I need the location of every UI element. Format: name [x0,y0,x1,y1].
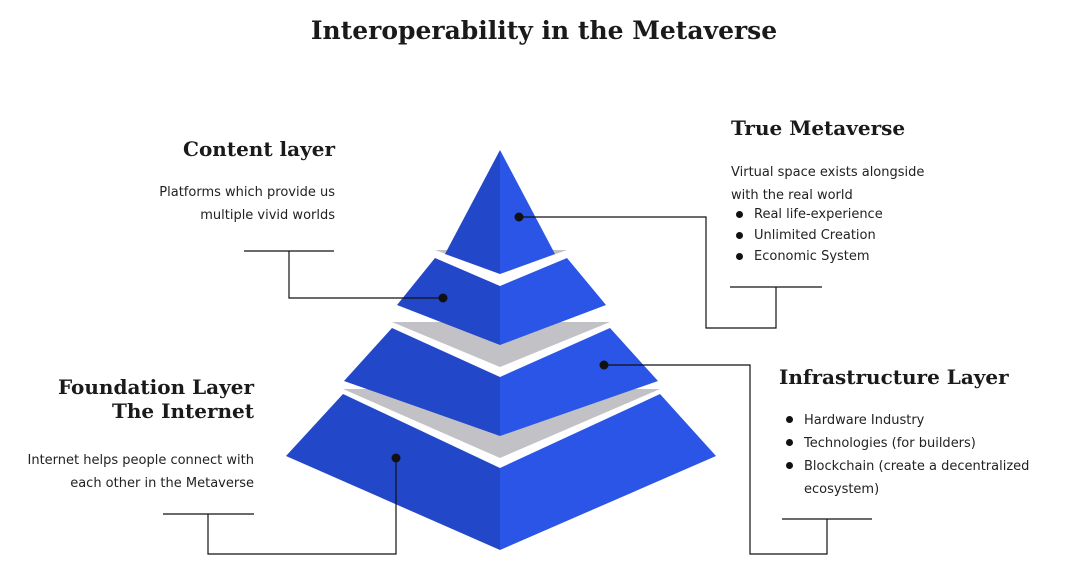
content-layer-heading: Content layer [183,137,335,161]
pyramid-tier-3 [344,328,658,436]
page-title: Interoperability in the Metaverse [310,16,778,45]
foundation-layer-heading-line1: Foundation Layer [57,375,254,399]
bullet-item: Unlimited Creation [730,225,883,246]
connector-true-metaverse [519,216,822,329]
pyramid-tier-2 [397,258,606,345]
foundation-layer-description: Internet helps people connect with each … [27,453,255,491]
true-metaverse-bullets: Real life-experience Unlimited Creation … [730,204,883,267]
bullet-item: Technologies (for builders) [780,432,1035,455]
marker-dot-tier-3 [599,360,609,370]
bullet-item: Economic System [730,246,883,267]
bullet-item: Real life-experience [730,204,883,225]
connector-foundation-layer [163,458,397,555]
true-metaverse-heading: True Metaverse [731,116,906,140]
marker-dot-base [391,453,401,463]
bullet-item: Hardware Industry [780,409,1035,432]
connector-content-layer [244,250,443,299]
infrastructure-layer-heading: Infrastructure Layer [779,365,1009,389]
bullet-item: Blockchain (create a decentralized ecosy… [780,455,1035,501]
marker-dot-apex [514,212,524,222]
infrastructure-layer-bullets: Hardware Industry Technologies (for buil… [780,409,1035,501]
content-layer-description: Platforms which provide us multiple vivi… [159,185,335,223]
true-metaverse-description: Virtual space exists alongside with the … [731,165,925,203]
foundation-layer-heading: Foundation Layer The Internet [58,375,254,423]
pyramid-tier-base [286,394,716,550]
foundation-layer-heading-line2: The Internet [111,399,254,423]
connector-infrastructure-layer [604,364,872,555]
pyramid-tier-apex [445,150,555,274]
marker-dot-tier-2 [438,293,448,303]
